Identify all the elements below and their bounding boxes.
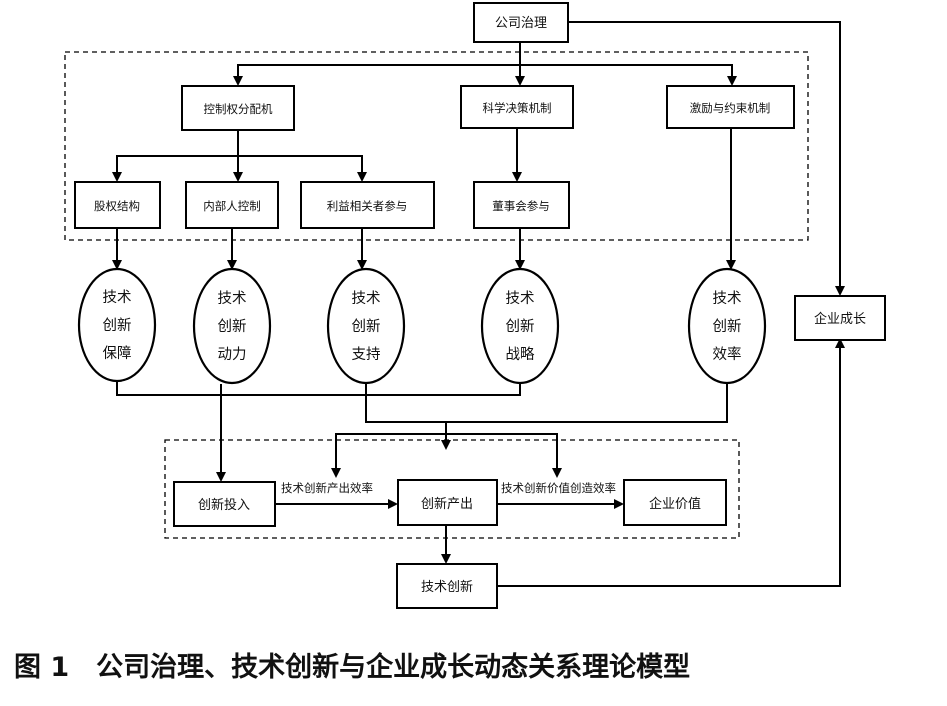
svg-text:董事会参与: 董事会参与 [492,199,550,213]
svg-text:战略: 战略 [506,346,535,363]
node-control-allocation: 控制权分配机 [181,85,295,131]
svg-text:企业价值: 企业价值 [649,496,701,512]
svg-text:技术: 技术 [103,289,132,306]
node-technology-innovation: 技术创新 [396,563,498,609]
svg-text:技术: 技术 [218,290,247,307]
edge-label-output-efficiency: 技术创新产出效率 [281,481,373,495]
node-corp-governance: 公司治理 [473,2,569,43]
node-incentive-constraint: 激励与约束机制 [666,85,795,129]
svg-text:利益相关者参与: 利益相关者参与 [327,199,408,213]
svg-text:股权结构: 股权结构 [94,199,140,213]
connectors [112,21,845,587]
svg-text:动力: 动力 [218,346,247,363]
svg-text:创新: 创新 [713,318,742,335]
node-enterprise-value: 企业价值 [623,479,727,526]
node-enterprise-growth: 企业成长 [794,295,886,341]
svg-text:控制权分配机: 控制权分配机 [204,102,273,116]
svg-text:支持: 支持 [352,346,381,363]
oval-innovation-motivation: 技术 创新 动力 [192,267,272,385]
svg-text:创新: 创新 [218,318,247,335]
svg-text:企业成长: 企业成长 [814,311,866,327]
oval-innovation-support: 技术 创新 支持 [326,267,406,385]
oval-innovation-guarantee: 技术 创新 保障 [77,267,157,383]
node-innovation-input: 创新投入 [173,481,276,527]
innovation-process-group [164,439,740,539]
svg-text:公司治理: 公司治理 [495,16,547,31]
node-stakeholder-participation: 利益相关者参与 [300,181,435,229]
svg-text:技术: 技术 [713,290,742,307]
svg-text:激励与约束机制: 激励与约束机制 [690,101,771,115]
oval-innovation-efficiency: 技术 创新 效率 [687,267,767,385]
governance-mechanism-group [64,51,809,241]
oval-innovation-strategy: 技术 创新 战略 [480,267,560,385]
svg-text:创新产出: 创新产出 [421,496,473,512]
svg-text:保障: 保障 [103,344,132,362]
node-innovation-output: 创新产出 [397,479,498,526]
figure-caption: 图 1 公司治理、技术创新与企业成长动态关系理论模型 [14,651,690,683]
svg-text:创新: 创新 [352,318,381,335]
node-insider-control: 内部人控制 [185,181,279,229]
svg-text:技术: 技术 [506,290,535,307]
svg-text:创新: 创新 [506,318,535,335]
svg-text:效率: 效率 [713,346,742,363]
svg-text:创新: 创新 [103,317,132,334]
node-board-participation: 董事会参与 [473,181,570,229]
svg-text:内部人控制: 内部人控制 [203,199,261,213]
svg-text:科学决策机制: 科学决策机制 [483,101,552,115]
edge-label-value-efficiency: 技术创新价值创造效率 [501,481,616,495]
node-equity-structure: 股权结构 [74,181,161,229]
node-scientific-decision: 科学决策机制 [460,85,574,129]
svg-text:技术创新: 技术创新 [421,579,473,595]
svg-text:技术: 技术 [352,290,381,307]
svg-text:创新投入: 创新投入 [198,497,250,513]
